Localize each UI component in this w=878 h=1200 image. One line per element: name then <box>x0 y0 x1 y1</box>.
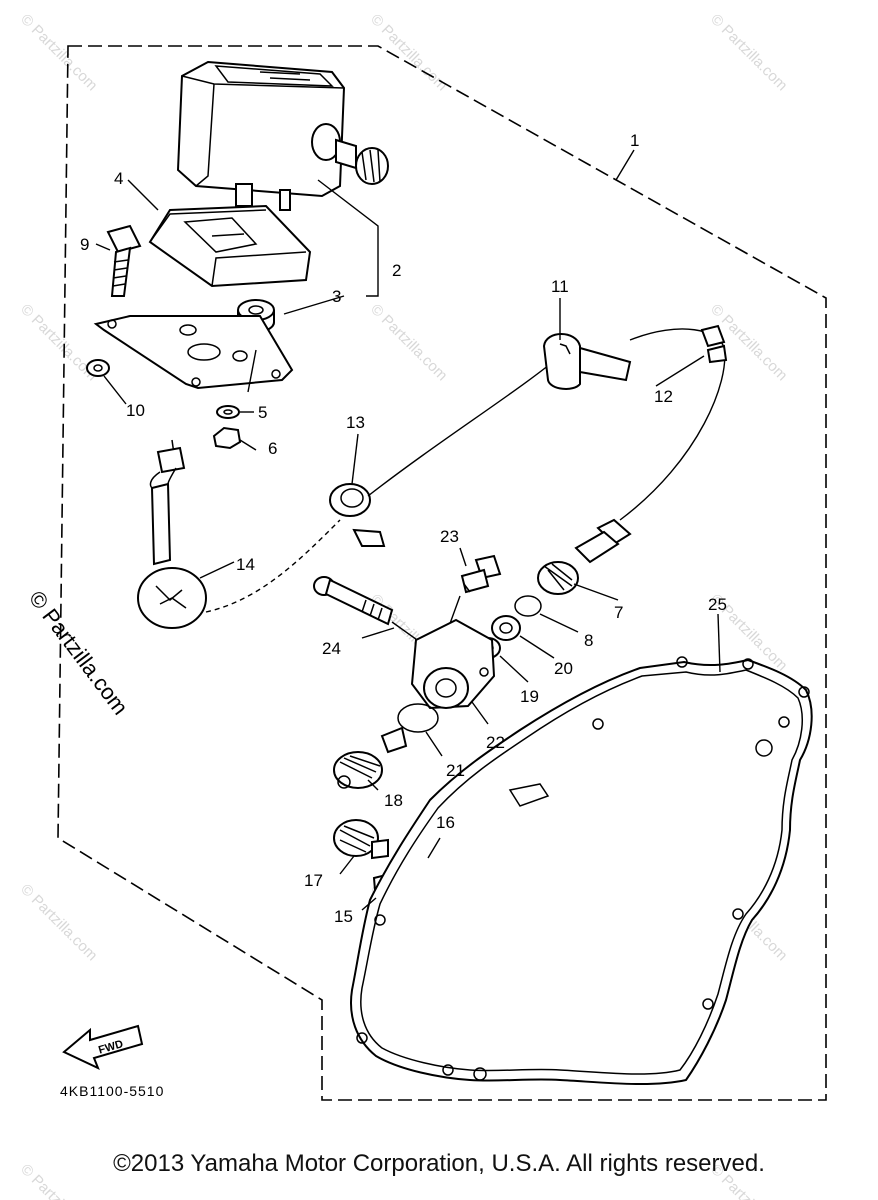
o-ring-21 <box>397 703 439 733</box>
callout-3: 3 <box>332 287 341 306</box>
callout-1: 1 <box>630 131 639 150</box>
callout-4: 4 <box>114 169 123 188</box>
grommet-10-hole <box>93 364 103 372</box>
cable-band-11 <box>542 333 632 390</box>
callout-25: 25 <box>708 595 727 614</box>
callout-15: 15 <box>334 907 353 926</box>
copyright-notice: ©2013 Yamaha Motor Corporation, U.S.A. A… <box>113 1150 765 1177</box>
callout-16: 16 <box>436 813 455 832</box>
speedometer-cable <box>137 439 341 629</box>
callout-7: 7 <box>614 603 623 622</box>
watermark-side: © Partzilla.com <box>24 586 133 719</box>
callout-22: 22 <box>486 733 505 752</box>
nut-6 <box>212 426 242 450</box>
callout-11: 11 <box>551 277 569 296</box>
callout-20: 20 <box>554 659 573 678</box>
watermark-text: © Partzilla.com <box>367 11 450 94</box>
callout-17: 17 <box>304 871 323 890</box>
clip-12 <box>700 324 728 364</box>
cable-clamp-13 <box>329 483 386 547</box>
drive-gear-18 <box>333 726 408 789</box>
meter-holder <box>148 204 312 288</box>
callout-19: 19 <box>520 687 539 706</box>
drive-shaft-7 <box>537 518 632 595</box>
watermark-text: © Partzilla.com <box>707 11 790 94</box>
callout-5: 5 <box>258 403 267 422</box>
speedometer-unit <box>176 60 389 211</box>
bracket-plate <box>93 315 294 390</box>
forward-arrow-icon: FWD <box>62 1024 144 1070</box>
callout-2: 2 <box>392 261 401 280</box>
grommet-10 <box>86 359 110 377</box>
gear-housing-22 <box>410 618 496 710</box>
callout-9: 9 <box>80 235 89 254</box>
callout-13: 13 <box>346 413 365 432</box>
callout-12: 12 <box>654 387 673 406</box>
bolt-24-line <box>391 621 421 643</box>
bolt-9 <box>106 224 142 297</box>
callout-23: 23 <box>440 527 459 546</box>
cable-route <box>367 355 561 497</box>
watermark-text: © Partzilla.com <box>17 11 100 94</box>
drawing-code: 4KB1100-5510 <box>60 1083 164 1099</box>
watermark-text: © Partzilla.com <box>367 301 450 384</box>
callout-8: 8 <box>584 631 593 650</box>
bolt-23 <box>460 554 502 594</box>
o-ring-8 <box>514 595 542 617</box>
washer-5 <box>216 405 240 419</box>
callout-21: 21 <box>446 761 465 780</box>
gasket-25 <box>350 656 813 1086</box>
washer-5-hole <box>223 409 233 415</box>
watermark-text: © Partzilla.com <box>17 881 100 964</box>
bolt-24 <box>313 576 394 626</box>
seal-20 <box>491 615 521 641</box>
callout-10: 10 <box>126 401 145 420</box>
callout-14: 14 <box>236 555 255 574</box>
callout-6: 6 <box>268 439 277 458</box>
callout-18: 18 <box>384 791 403 810</box>
leader-lines <box>95 149 721 911</box>
callout-24: 24 <box>322 639 341 658</box>
driven-gear-17 <box>333 819 389 860</box>
assembly-boundary <box>57 45 827 1101</box>
